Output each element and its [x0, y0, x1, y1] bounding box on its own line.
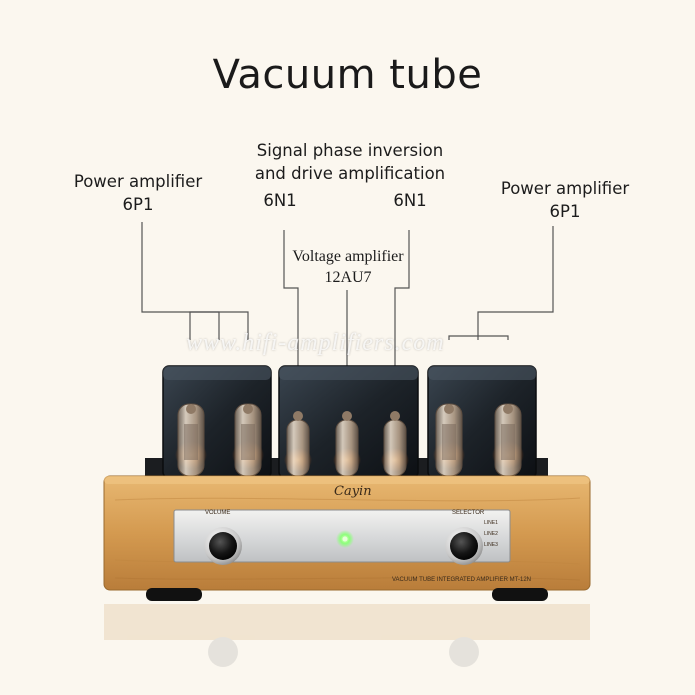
selector-label: SELECTOR: [452, 510, 485, 516]
label-right-power-name: Power amplifier: [500, 179, 630, 198]
tube-12au7: [333, 411, 361, 477]
label-signal-line1: Signal phase inversion: [256, 141, 444, 160]
input-line2: LINE2: [484, 531, 498, 537]
volume-label: VOLUME: [205, 510, 231, 516]
input-line3: LINE3: [484, 542, 498, 548]
label-right-power-tube: 6P1: [549, 202, 581, 221]
tube-6p1-left-a: [175, 403, 207, 477]
label-left-power-amplifier: Power amplifier 6P1: [58, 170, 218, 216]
page-title: Vacuum tube: [212, 52, 483, 98]
tube-6p1-right-b: [492, 403, 524, 477]
volume-knob: [204, 527, 242, 565]
label-voltage-name: Voltage amplifier: [292, 248, 404, 265]
foot-left: [146, 588, 202, 601]
model-caption: VACUUM TUBE INTEGRATED AMPLIFIER MT-12N: [392, 577, 532, 583]
tubes: [175, 403, 524, 477]
label-driver-right-tube: 6N1: [393, 191, 427, 210]
tube-6p1-left-b: [232, 403, 264, 477]
label-signal-phase-inversion: Signal phase inversion and drive amplifi…: [240, 139, 460, 185]
watermark: www.hifi-amplifiers.com: [186, 330, 445, 356]
label-left-power-name: Power amplifier: [73, 172, 203, 191]
reflection: [104, 604, 590, 667]
foot-right: [492, 588, 548, 601]
label-driver-left-tube: 6N1: [263, 191, 297, 210]
leader-lines: [141, 222, 554, 412]
label-voltage-amplifier: Voltage amplifier 12AU7: [268, 246, 428, 288]
label-left-power-tube: 6P1: [122, 195, 154, 214]
label-voltage-tube: 12AU7: [324, 269, 372, 286]
tube-6p1-right-a: [433, 403, 465, 477]
label-right-power-amplifier: Power amplifier 6P1: [485, 177, 645, 223]
brand-logo: Cayin: [334, 484, 372, 499]
selector-knob: [445, 527, 483, 565]
label-signal-line2: and drive amplification: [254, 164, 446, 183]
input-line1: LINE1: [484, 520, 498, 526]
